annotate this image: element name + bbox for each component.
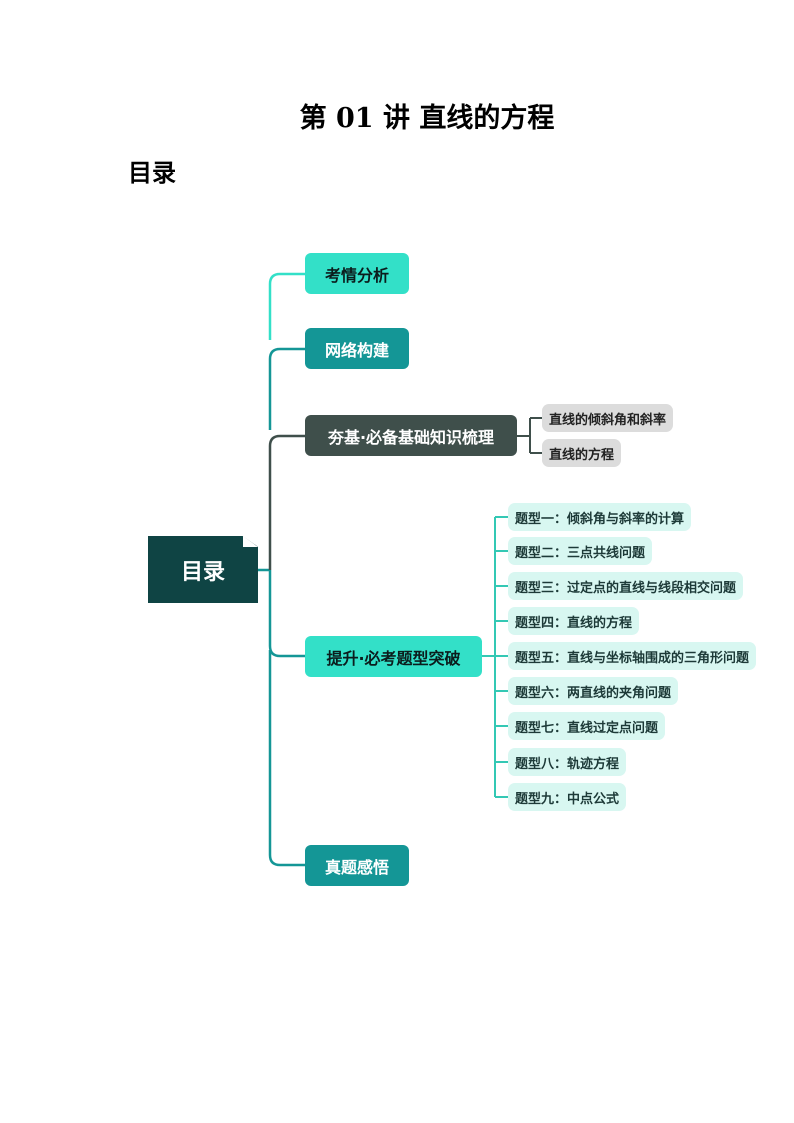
question-type-leaf[interactable]: 题型三：过定点的直线与线段相交问题 [508,572,744,600]
question-type-leaf[interactable]: 题型七：直线过定点问题 [508,712,666,740]
question-type-leaf[interactable]: 题型五：直线与坐标轴围成的三角形问题 [508,642,757,670]
question-type-leaf[interactable]: 题型一：倾斜角与斜率的计算 [508,503,692,531]
question-type-leaf[interactable]: 题型二：三点共线问题 [508,537,653,565]
branch-network[interactable]: 网络构建 [305,328,409,369]
question-type-leaf[interactable]: 题型九：中点公式 [508,783,627,811]
basics-leaf[interactable]: 直线的方程 [542,439,622,467]
branch-exam-analysis[interactable]: 考情分析 [305,253,409,294]
branch-basics[interactable]: 夯基·必备基础知识梳理 [305,415,517,456]
branch-real-exams[interactable]: 真题感悟 [305,845,409,886]
basics-leaf[interactable]: 直线的倾斜角和斜率 [542,404,674,432]
question-type-leaf[interactable]: 题型六：两直线的夹角问题 [508,677,679,705]
question-type-leaf[interactable]: 题型四：直线的方程 [508,607,640,635]
toc-heading: 目录 [128,159,176,187]
mindmap-root[interactable]: 目录 [148,536,258,603]
question-type-leaf[interactable]: 题型八：轨迹方程 [508,748,627,776]
branch-question-types[interactable]: 提升·必考题型突破 [305,636,482,677]
page-title: 第 01 讲 直线的方程 [299,103,555,134]
page-fold-icon [243,536,258,547]
